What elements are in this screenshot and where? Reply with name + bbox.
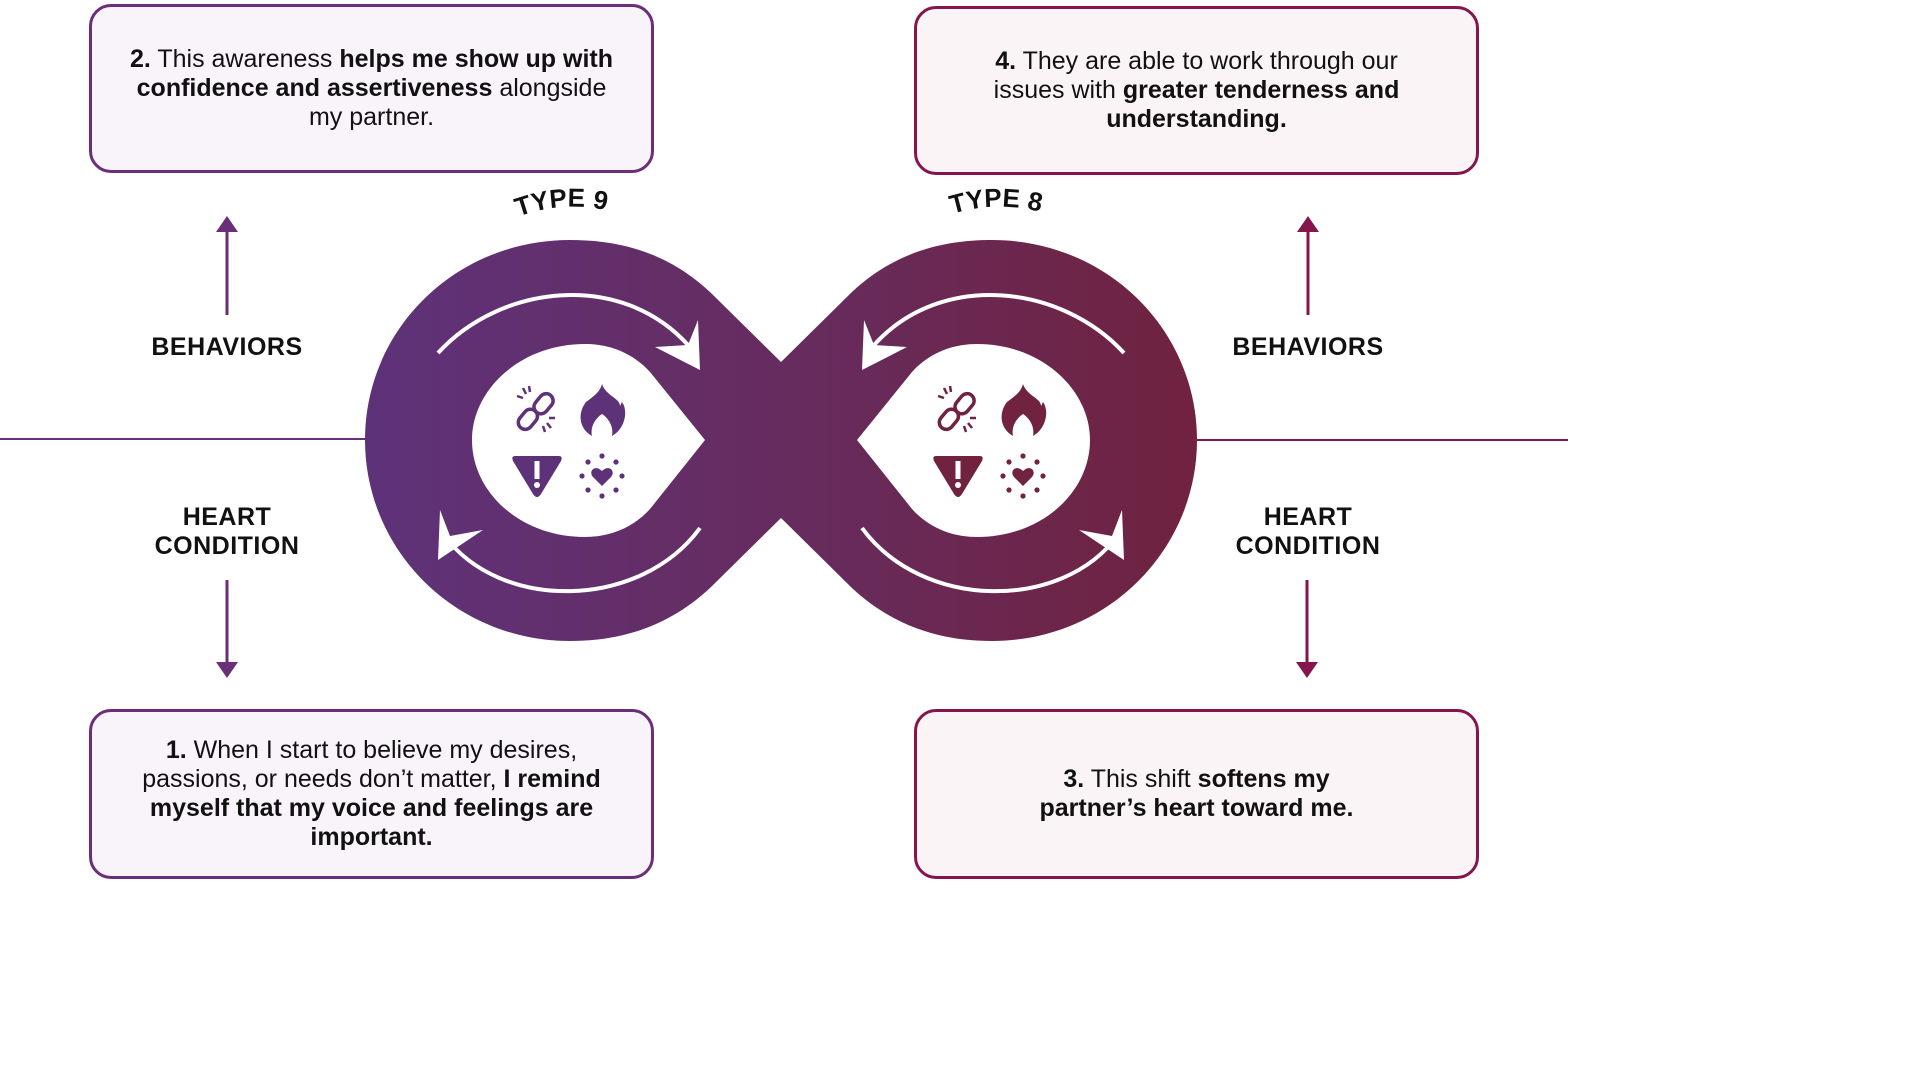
step-text-regular-end: alongside my partner. <box>308 74 607 131</box>
step-text-regular: This awareness <box>157 45 333 73</box>
heart-condition-label-right: HEART CONDITION <box>1188 503 1428 561</box>
step-text-bold: greater tenderness and understanding. <box>1106 76 1400 133</box>
broken-link-icon <box>937 385 976 433</box>
radiant-heart-icon <box>1000 453 1046 499</box>
behaviors-label-right: BEHAVIORS <box>1232 333 1384 361</box>
icon-group-right <box>933 384 1047 499</box>
step-text-regular: This shift <box>1090 765 1191 793</box>
heart-condition-label-left: HEART CONDITION <box>107 503 347 561</box>
behaviors-label-left: BEHAVIORS <box>151 333 303 361</box>
flame-icon <box>1001 384 1047 436</box>
flow-arrowheads-left <box>438 320 700 560</box>
arrow-up-right <box>1297 216 1319 315</box>
infinity-diagram: TYPE 9 TYPE 8 <box>0 182 1568 678</box>
step-text-bold: softens my partner’s heart toward me. <box>1039 765 1354 822</box>
flow-arrows-left <box>436 293 702 594</box>
step-number: 2. <box>129 45 151 73</box>
step-2-box: 2. This awareness helps me show up with … <box>89 4 654 173</box>
step-number: 1. <box>165 736 187 764</box>
heart-condition-line2: CONDITION <box>154 532 300 560</box>
heart-condition-line1: HEART <box>182 503 272 531</box>
type-8-title: TYPE 8 <box>946 182 1045 219</box>
flame-icon <box>580 384 626 436</box>
heart-condition-line2: CONDITION <box>1235 532 1381 560</box>
step-3-box: 3. This shift softens my partner’s heart… <box>914 709 1479 879</box>
flow-arrowheads-right <box>862 320 1124 560</box>
infinity-loop <box>365 240 1197 641</box>
step-1-box: 1. When I start to believe my desires, p… <box>89 709 654 879</box>
step-number: 4. <box>995 47 1017 75</box>
arrow-down-right <box>1296 580 1318 678</box>
step-number: 3. <box>1063 765 1085 793</box>
arrow-up-left <box>216 216 238 315</box>
type-9-title: TYPE 9 <box>511 182 611 222</box>
icon-group-left <box>512 384 626 499</box>
radiant-heart-icon <box>579 453 625 499</box>
arrow-down-left <box>216 580 238 678</box>
warning-icon <box>933 456 983 497</box>
step-1-text: 1. When I start to believe my desires, p… <box>122 736 621 852</box>
step-text-regular: They are able to work through our issues… <box>993 47 1398 104</box>
step-4-text: 4. They are able to work through our iss… <box>947 47 1446 134</box>
step-4-box: 4. They are able to work through our iss… <box>914 6 1479 175</box>
step-2-text: 2. This awareness helps me show up with … <box>122 45 621 132</box>
step-text-regular: When I start to believe my desires, pass… <box>142 736 578 793</box>
warning-icon <box>512 456 562 497</box>
step-text-bold: I remind myself that my voice and feelin… <box>149 765 601 851</box>
broken-link-icon <box>516 385 555 433</box>
heart-condition-line1: HEART <box>1263 503 1353 531</box>
flow-arrows-right <box>860 293 1126 594</box>
step-3-text: 3. This shift softens my partner’s heart… <box>947 765 1446 823</box>
step-text-bold: helps me show up with confidence and ass… <box>136 45 614 102</box>
